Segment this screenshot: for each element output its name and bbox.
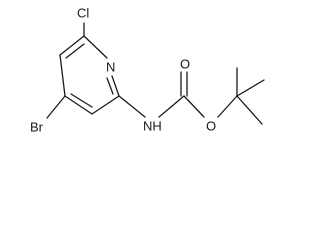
atom-label-amide-nitrogen: NH	[143, 119, 162, 134]
bond-c2-nh	[118, 95, 146, 118]
atom-label-carbonyl-oxygen: O	[180, 57, 190, 72]
bond-n1-c2	[111, 75, 120, 97]
bond-c3-c4	[64, 95, 93, 115]
bond-nh-carbonyl	[158, 95, 185, 118]
bond-ester-o-quaternary-c	[217, 95, 238, 118]
bond-c6-n1	[83, 35, 108, 59]
bond-c2-c3	[91, 95, 120, 115]
bond-c5-c6	[59, 35, 85, 56]
chemical-structure: Cl N Br NH O O	[30, 6, 265, 135]
bond-n1-c2-double	[106, 77, 114, 95]
bond-c5-c6-double	[65, 43, 85, 59]
bond-c4-br	[46, 95, 66, 119]
bond-c3-c4-double	[70, 93, 93, 108]
bond-c4-c5	[59, 54, 66, 97]
bond-carbonyl-ester-o	[183, 95, 205, 118]
bond-tbu-methyl-bottom	[236, 95, 263, 125]
atom-label-ring-nitrogen: N	[106, 60, 115, 75]
atom-label-ester-oxygen: O	[206, 119, 216, 134]
bond-tbu-methyl-right	[236, 79, 265, 97]
atom-label-bromine: Br	[30, 120, 44, 135]
atom-label-chlorine: Cl	[77, 6, 89, 21]
